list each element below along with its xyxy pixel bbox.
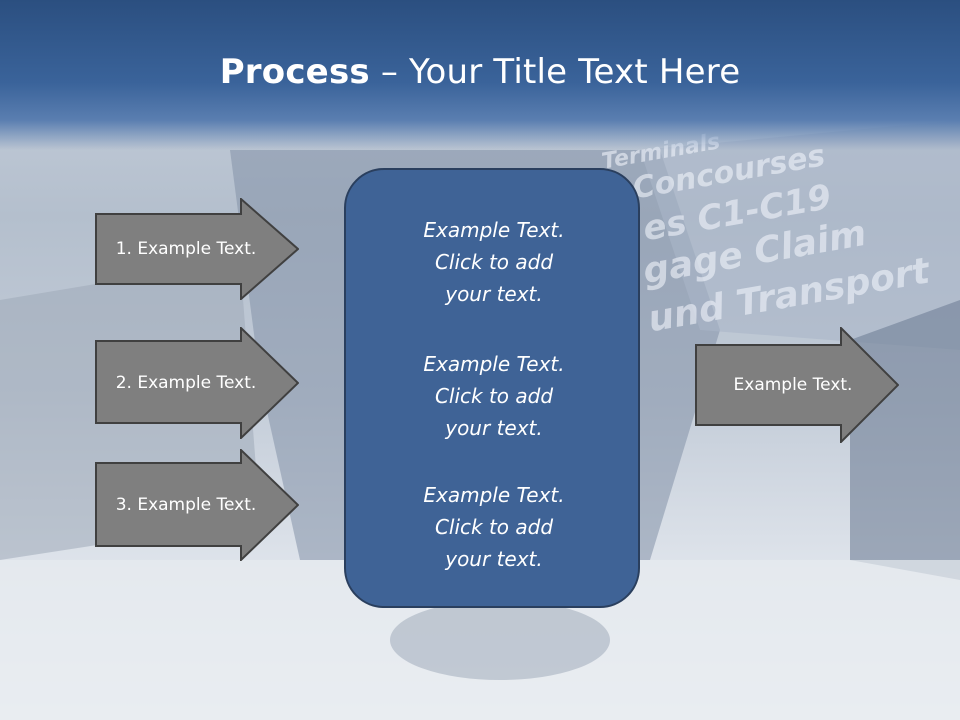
paragraph-line: Click to add <box>434 515 554 539</box>
paragraph-line: Example Text. <box>423 483 565 507</box>
paragraph-line: Example Text. <box>423 218 565 242</box>
paragraph-line: Example Text. <box>423 352 565 376</box>
result-arrow-label: Example Text. <box>733 375 853 395</box>
process-arrow-label: 1. Example Text. <box>115 239 257 259</box>
title-bar <box>0 0 960 150</box>
paragraph-line: Click to add <box>434 250 554 274</box>
paragraph-line: Click to add <box>434 384 554 408</box>
paragraph-line: your text. <box>445 547 543 571</box>
process-arrow-label: 3. Example Text. <box>115 495 257 515</box>
center-paragraph-2: Example Text. Click to add your text. <box>346 348 642 444</box>
process-arrow-label: 2. Example Text. <box>115 373 257 393</box>
process-arrow-2[interactable]: 2. Example Text. <box>95 327 299 439</box>
result-arrow[interactable]: Example Text. <box>695 327 899 443</box>
center-paragraph-1: Example Text. Click to add your text. <box>346 214 642 310</box>
title-rest: – Your Title Text Here <box>369 52 741 92</box>
title-bold: Process <box>219 52 370 92</box>
process-arrow-1[interactable]: 1. Example Text. <box>95 198 299 300</box>
slide-title: Process – Your Title Text Here <box>0 52 960 92</box>
center-paragraph-3: Example Text. Click to add your text. <box>346 479 642 575</box>
process-arrow-3[interactable]: 3. Example Text. <box>95 449 299 561</box>
paragraph-line: your text. <box>445 282 543 306</box>
center-text-box[interactable]: Example Text. Click to add your text. Ex… <box>344 168 640 608</box>
paragraph-line: your text. <box>445 416 543 440</box>
